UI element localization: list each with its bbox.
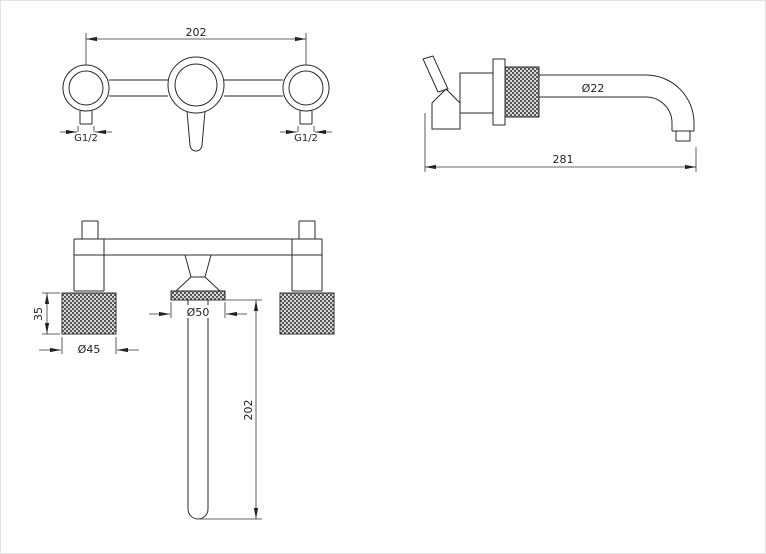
handle-inner-circle: [288, 70, 324, 106]
thread-label-left: G1/2: [74, 133, 98, 144]
knurled-handle-skirt: [279, 292, 335, 335]
aerator-nozzle: [675, 130, 691, 142]
spout-taper: [186, 110, 191, 146]
knurled-handle-skirt: [61, 292, 117, 335]
dim-length-281: 281: [424, 113, 697, 172]
handle-outer-circle: [282, 64, 330, 112]
spout-outer-circle: [167, 56, 225, 114]
neck-taper: [184, 254, 192, 278]
spout-tip: [189, 144, 203, 152]
neck-flare: [204, 276, 221, 292]
dim-spout-length-202: 202: [200, 299, 262, 520]
dim-width-label: 202: [186, 26, 207, 39]
valve-body: [431, 88, 461, 130]
label-mask: [180, 305, 216, 318]
dim-flange-diameter-label: Ø50: [187, 306, 210, 319]
concealed-bar: [109, 79, 283, 97]
front-view: 202: [60, 26, 332, 152]
dim-flange-diameter-50: Ø50: [149, 302, 247, 319]
spout-base: [459, 72, 494, 114]
dim-width-202: 202: [85, 26, 307, 65]
knurled-collar: [504, 66, 540, 118]
thread-label-right: G1/2: [294, 133, 318, 144]
dim-skirt-height-35: 35: [32, 292, 60, 335]
trim-view: 35 Ø45 Ø50 202: [32, 220, 335, 520]
wall-flange: [492, 58, 506, 126]
neck-taper: [204, 254, 212, 278]
left-handle: [62, 64, 110, 125]
handle-inner-circle: [68, 70, 104, 106]
tube-inner-bend: [645, 96, 673, 124]
right-handle-column: [279, 220, 335, 335]
spout-drop-tube-tip: [187, 508, 209, 520]
thread-callout-right: G1/2: [280, 126, 332, 144]
knurled-flange: [170, 290, 226, 301]
dim-skirt-diameter-45: Ø45: [39, 337, 139, 356]
dim-skirt-diameter-label: Ø45: [78, 343, 101, 356]
handle-lever: [422, 55, 449, 93]
thread-callout-left: G1/2: [60, 126, 112, 144]
side-view: Ø22 281: [422, 55, 697, 172]
dim-diameter-label: Ø22: [582, 82, 605, 95]
handle-outer-circle: [62, 64, 110, 112]
dim-spout-length-label: 202: [242, 400, 255, 421]
neck-flare: [175, 276, 192, 292]
spout-tube: [539, 74, 695, 142]
spout-taper: [201, 110, 206, 146]
spout-inner-circle: [174, 63, 218, 107]
left-handle-column: [61, 220, 117, 335]
tube-outer-bend: [645, 74, 695, 124]
center-spout-body: [167, 56, 225, 152]
right-handle: [282, 64, 330, 125]
dim-length-label: 281: [553, 153, 574, 166]
dim-skirt-height-label: 35: [32, 307, 45, 321]
center-spout-column: [170, 254, 226, 520]
